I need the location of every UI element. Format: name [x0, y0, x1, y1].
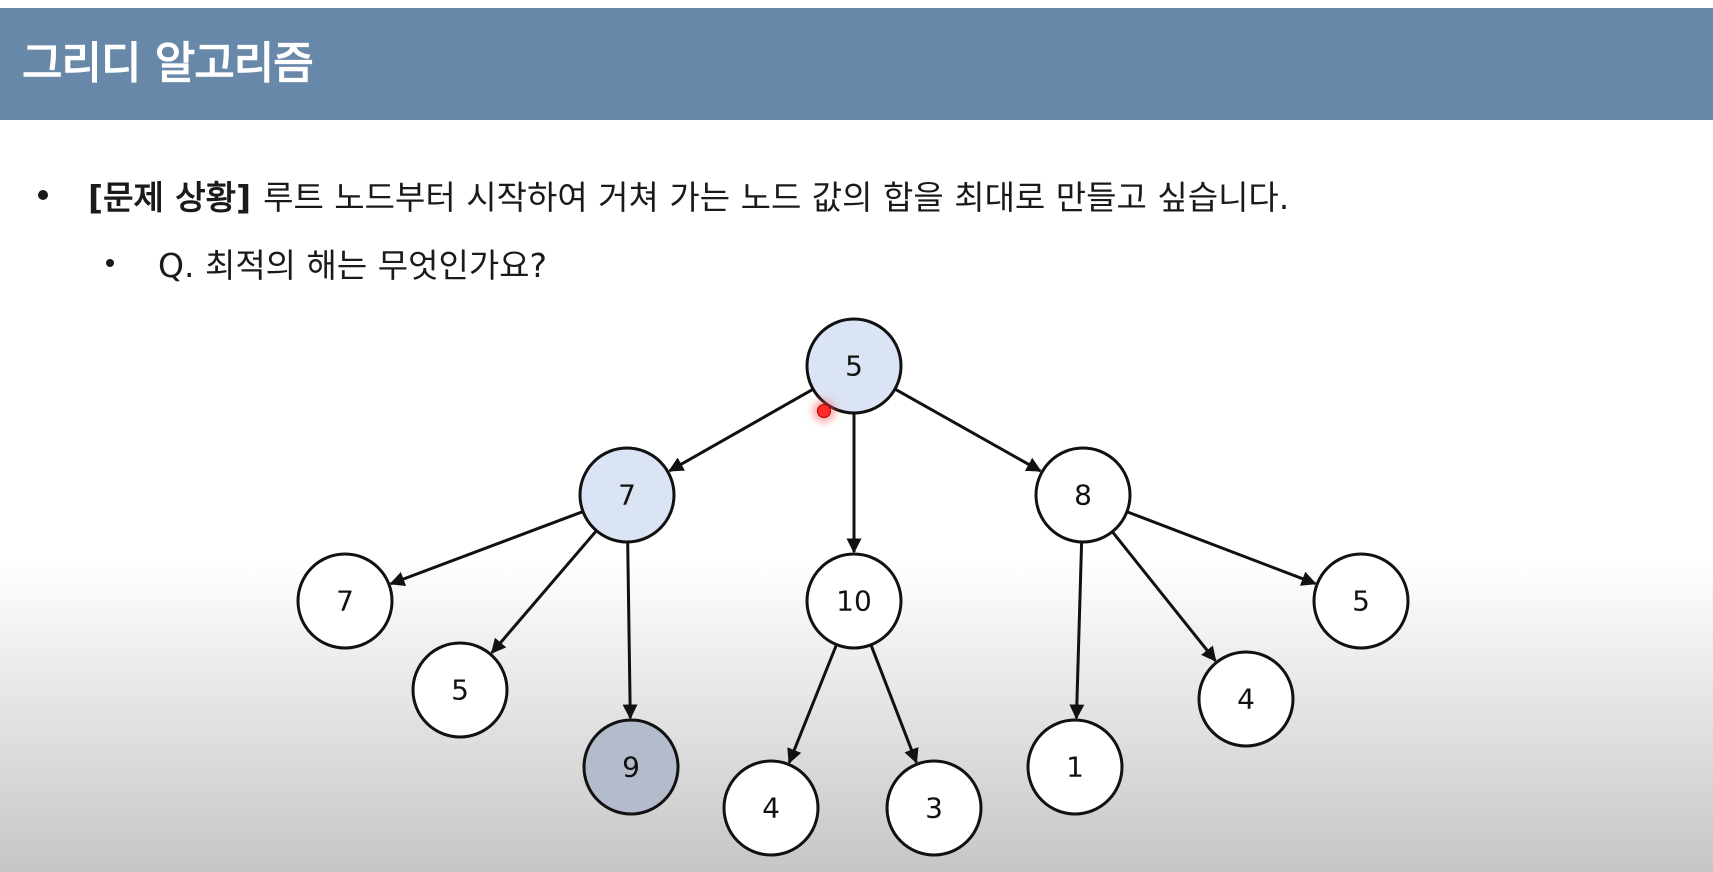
tree-node-circle [582, 718, 680, 816]
tree-edge-n8-n4b [1111, 530, 1217, 662]
bullet-dot-icon [38, 190, 48, 200]
tree-node-label: 4 [1237, 683, 1255, 716]
tree-node-label: 4 [762, 792, 780, 825]
tree-node-n5b: 5 [1312, 552, 1410, 650]
tree-node-label: 1 [1066, 751, 1084, 784]
tree-node-label: 10 [836, 585, 872, 618]
tree-nodes: 5 7 10 8 7 5 9 4 3 1 4 5 [296, 317, 1410, 857]
tree-node-circle [1197, 650, 1295, 748]
tree-node-circle [296, 552, 394, 650]
tree-node-circle [885, 759, 983, 857]
tree-node-n10: 10 [805, 552, 903, 650]
tree-node-n7: 7 [578, 446, 676, 544]
tree-edge-n7-n5a [490, 529, 598, 654]
tree-node-label: 5 [1352, 585, 1370, 618]
tree-node-circle [805, 552, 903, 650]
tree-node-circle [411, 641, 509, 739]
tree-edge-n7-n7a [389, 510, 584, 587]
tree-edge-n8-n1 [1069, 541, 1085, 720]
tree-node-label: 8 [1074, 479, 1092, 512]
tree-node-n8: 8 [1034, 446, 1132, 544]
tree-node-label: 9 [622, 751, 640, 784]
pointer-cursor-icon [817, 404, 831, 418]
tree-node-n4b: 4 [1197, 650, 1295, 748]
tree-node-n1: 1 [1026, 718, 1124, 816]
problem-tag: [문제 상황] [88, 178, 252, 217]
tree-edge-n7-n9 [622, 541, 638, 720]
tree-edge-n10-n4a [787, 644, 838, 764]
problem-text: 루트 노드부터 시작하여 거쳐 가는 노드 값의 합을 최대로 만들고 싶습니다… [263, 178, 1290, 217]
tree-edge-root-n8 [894, 387, 1042, 473]
tree-node-n5a: 5 [411, 641, 509, 739]
bullet-question: Q. 최적의 해는 무엇인가요? [106, 238, 547, 288]
tree-node-n3: 3 [885, 759, 983, 857]
tree-node-circle [805, 317, 903, 415]
tree-node-label: 5 [451, 674, 469, 707]
header-bar: 그리디 알고리즘 [0, 8, 1713, 120]
tree-node-circle [1312, 552, 1410, 650]
tree-node-circle [578, 446, 676, 544]
tree-edges [389, 387, 1317, 764]
tree-edge-n10-n3 [869, 644, 919, 764]
page-title: 그리디 알고리즘 [22, 38, 314, 89]
tree-node-n4a: 4 [722, 759, 820, 857]
bullet-dot-icon [106, 259, 114, 267]
tree-node-n9: 9 [582, 718, 680, 816]
tree-node-label: 5 [845, 350, 863, 383]
tree-node-label: 7 [618, 479, 636, 512]
tree-node-n7a: 7 [296, 552, 394, 650]
tree-node-circle [722, 759, 820, 857]
tree-node-label: 7 [336, 585, 354, 618]
bullet-problem: [문제 상황] 루트 노드부터 시작하여 거쳐 가는 노드 값의 합을 최대로 … [38, 170, 1289, 220]
tree-node-label: 3 [925, 792, 943, 825]
question-text: Q. 최적의 해는 무엇인가요? [158, 246, 548, 285]
tree-edge-root-n7 [668, 387, 814, 473]
tree-node-circle [1026, 718, 1124, 816]
tree-edge-n8-n5b [1126, 510, 1317, 586]
tree-node-circle [1034, 446, 1132, 544]
tree-node-root: 5 [805, 317, 903, 415]
